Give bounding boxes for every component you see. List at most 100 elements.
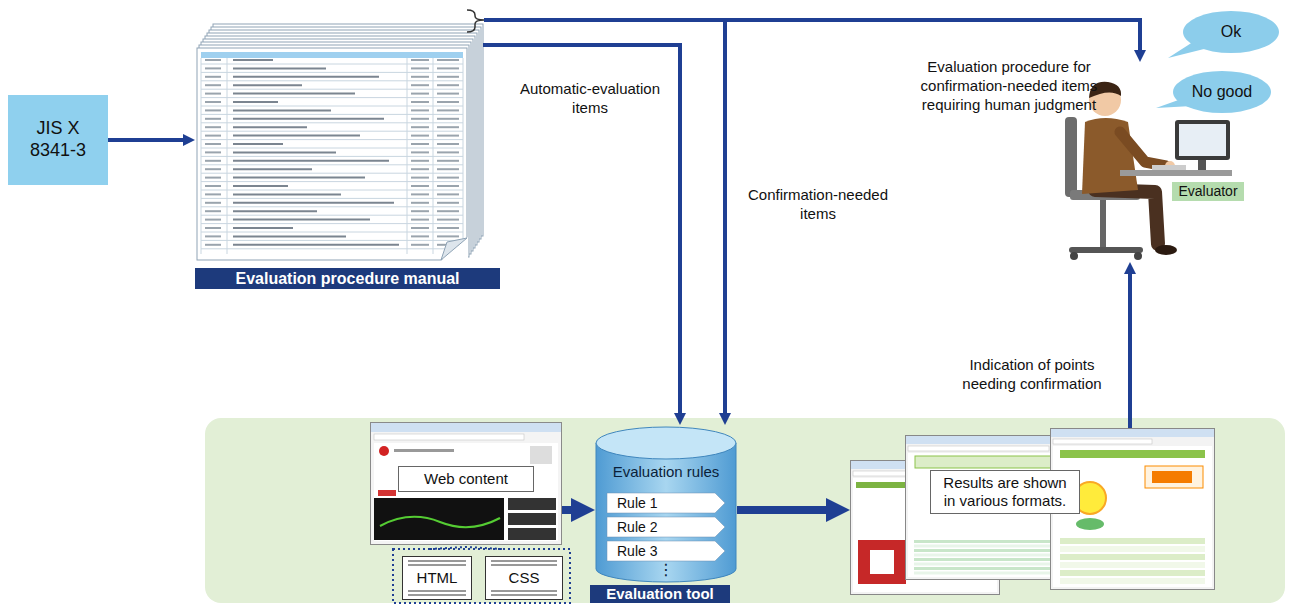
- edge-label: Confirmation-needed items: [736, 186, 900, 224]
- sheet-cell-text: [233, 168, 312, 170]
- sheet-row: [201, 106, 463, 107]
- database-title: Evaluation rules: [595, 463, 737, 481]
- edge-label: Evaluation procedure for confirmation-ne…: [895, 58, 1123, 114]
- document-line: [408, 561, 466, 562]
- score-mark: [1152, 471, 1192, 483]
- sheet-cell-text: [437, 84, 459, 86]
- sheet-cell-text: [205, 109, 221, 111]
- sheet-cell-text: [411, 185, 429, 187]
- chair-post: [1100, 200, 1106, 248]
- sheet-cell-text: [411, 109, 429, 111]
- sheet-row: [201, 97, 463, 98]
- sheet-cell-text: [233, 202, 394, 204]
- document-line: [491, 565, 557, 566]
- score-box: [1145, 466, 1203, 488]
- sheet-cell-text: [233, 177, 365, 179]
- sheet-cell-text: [411, 93, 429, 95]
- sheet-cell-text: [233, 151, 336, 153]
- file-type: HTML: [414, 569, 461, 587]
- side-button: [508, 528, 556, 540]
- sheet-cell-text: [205, 202, 221, 204]
- document-line: [491, 595, 557, 596]
- sheet-cell-text: [233, 160, 389, 162]
- sheet-cell-text: [411, 210, 429, 212]
- window-page: [1053, 446, 1212, 587]
- monitor-screen: [1179, 124, 1226, 156]
- sheet-cell-text: [205, 84, 221, 86]
- sheet-cell-text: [437, 135, 459, 137]
- rule-arrow-shape: [607, 541, 725, 561]
- sheet-cell-text: [233, 101, 278, 103]
- shoe: [1155, 245, 1177, 255]
- sheet-cell-text: [205, 101, 221, 103]
- sheet-cell-text: [437, 101, 459, 103]
- logo-mark: [379, 446, 389, 456]
- header-line: [394, 449, 454, 452]
- result-header: [1060, 450, 1205, 458]
- sheet-cell-text: [205, 210, 221, 212]
- judgment-text: No good: [1192, 82, 1253, 101]
- sheet-cell-text: [233, 227, 293, 229]
- sheet-cell-text: [205, 67, 221, 69]
- sheet-cell-text: [411, 168, 429, 170]
- sheet-row: [201, 248, 463, 249]
- sheet-row: [201, 72, 463, 73]
- sheet-cell-text: [411, 101, 429, 103]
- sheet-cell-text: [437, 177, 459, 179]
- sheet-cell-text: [437, 67, 459, 69]
- source-group-pointer: [430, 547, 502, 549]
- sheet-cell-text: [233, 126, 307, 128]
- sheet-cell-text: [437, 76, 459, 78]
- sheet-cell-text: [205, 168, 221, 170]
- text-slot: Web content: [398, 466, 534, 492]
- sheet-cell-text: [437, 93, 459, 95]
- result-table-row: [1060, 546, 1205, 552]
- lead-line: [483, 43, 500, 47]
- edge-label: Indication of points needing confirmatio…: [944, 356, 1120, 394]
- result-table-row: [1060, 538, 1205, 544]
- rule-database: Evaluation rules⋮Rule 1Rule 2Rule 3: [595, 425, 737, 583]
- page-area: [374, 443, 558, 541]
- sheet-row: [201, 190, 463, 191]
- connector-arrow: [562, 506, 579, 514]
- sheet-cell-text: [205, 118, 221, 120]
- sheet-cell-text: [233, 109, 331, 111]
- sheet-cell-text: [205, 143, 221, 145]
- sheet-cell-text: [205, 235, 221, 237]
- connector-arrow: [500, 20, 1140, 54]
- sheet-cell-text: [437, 193, 459, 195]
- document-line: [491, 591, 557, 592]
- edge-label-slot: Evaluation procedure for confirmation-ne…: [895, 58, 1123, 114]
- sheet-row: [201, 240, 463, 241]
- sheet-cell-text: [205, 193, 221, 195]
- sheet-cell-text: [205, 59, 221, 61]
- sheet-cell-text: [233, 118, 384, 120]
- leaf-figure: [1076, 518, 1104, 530]
- sheet-row: [201, 80, 463, 81]
- sheet-row: [201, 131, 463, 132]
- sheet-cell-text: [233, 219, 370, 221]
- sheet-cell-text: [411, 67, 429, 69]
- sheet-cell-text: [437, 168, 459, 170]
- sheet-row: [201, 148, 463, 149]
- document-outline: [403, 557, 472, 600]
- edge-label-slot: Confirmation-needed items: [736, 186, 900, 224]
- monitor-stand: [1198, 160, 1206, 170]
- document-line: [408, 591, 466, 592]
- web-page-screenshot: Web content: [370, 422, 562, 545]
- sheet-cell-text: [437, 126, 459, 128]
- arm: [1120, 132, 1166, 166]
- text-slot: Evaluation tool: [590, 585, 730, 603]
- sheet-row: [201, 156, 463, 157]
- sheet-cell-text: [411, 219, 429, 221]
- sheet-row: [201, 122, 463, 123]
- lead-line: [484, 18, 500, 22]
- panel-title: Evaluation tool: [590, 585, 730, 603]
- sheet-cell-text: [437, 118, 459, 120]
- speech-bubble: No good: [1172, 70, 1272, 114]
- source-file: CSS: [485, 556, 563, 600]
- connector-arrow: [737, 506, 834, 514]
- monitor: [1175, 120, 1230, 160]
- sheet-cell-text: [411, 143, 429, 145]
- document-line: [408, 595, 466, 596]
